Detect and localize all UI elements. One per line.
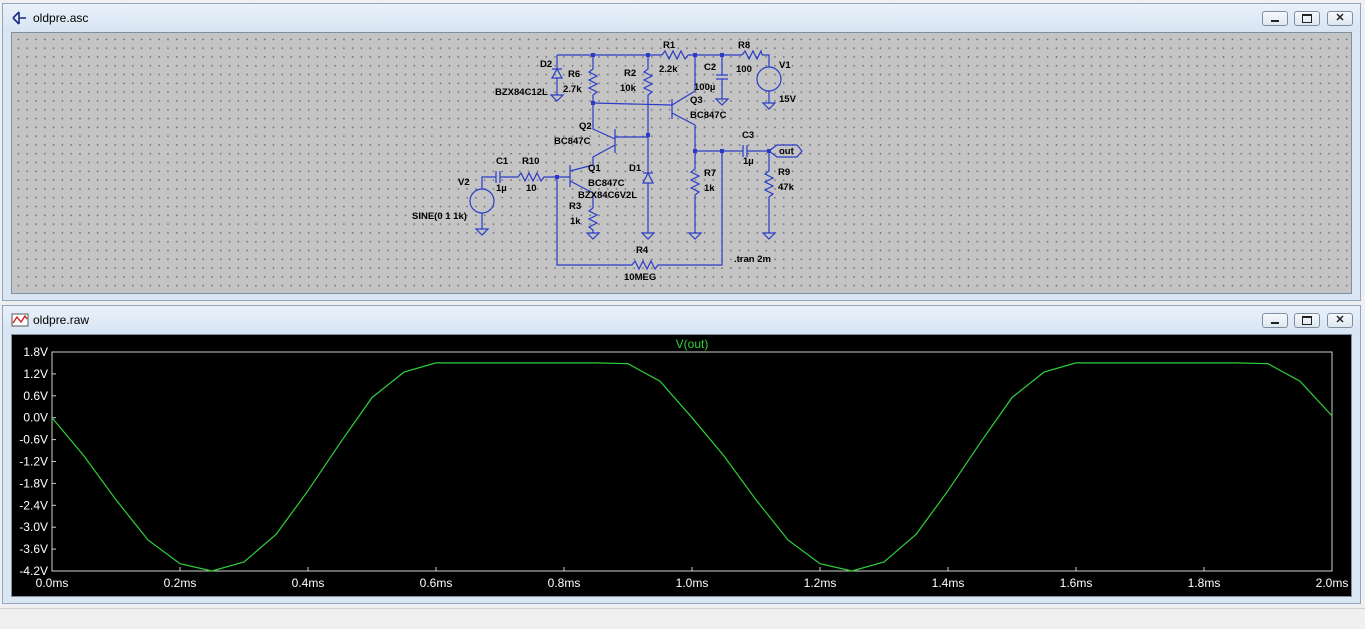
r4-value: 10MEG — [624, 272, 656, 283]
waveform-icon — [11, 313, 29, 327]
maximize-icon — [1302, 14, 1312, 23]
y-tick-label: 1.2V — [23, 367, 48, 381]
v1-label: V1 — [779, 60, 791, 71]
q1-label: Q1 — [588, 163, 601, 174]
y-tick-label: -4.2V — [19, 564, 48, 578]
c3-value: 1µ — [743, 156, 754, 167]
r9-value: 47k — [778, 182, 795, 193]
r1-label: R1 — [663, 40, 676, 51]
schematic-drawing[interactable]: D2 BZX84C12L R6 2.7k R1 2.2k R2 10k C2 1… — [12, 33, 1352, 294]
y-tick-label: 0.6V — [23, 389, 48, 403]
x-tick-label: 0.0ms — [36, 576, 69, 590]
c3-label: C3 — [742, 130, 754, 141]
schematic-canvas[interactable]: D2 BZX84C12L R6 2.7k R1 2.2k R2 10k C2 1… — [11, 32, 1352, 294]
d1-label: D1 — [629, 163, 642, 174]
r8-value: 100 — [736, 64, 752, 75]
out-label: out — [779, 146, 795, 157]
v2-label: V2 — [458, 177, 470, 188]
x-tick-label: 2.0ms — [1316, 576, 1349, 590]
y-tick-label: 1.8V — [23, 345, 48, 359]
r2-label: R2 — [624, 68, 636, 79]
maximize-button[interactable] — [1294, 313, 1320, 328]
r6-value: 2.7k — [563, 84, 582, 95]
x-tick-label: 1.4ms — [932, 576, 965, 590]
d2-label: D2 — [540, 59, 552, 70]
r3-label: R3 — [569, 201, 581, 212]
waveform-chart[interactable]: 0.0ms 0.2ms 0.4ms 0.6ms 0.8ms 1.0ms 1.2ms 1.4ms… — [12, 335, 1352, 597]
x-tick-label: 0.4ms — [292, 576, 325, 590]
waveform-window[interactable]: oldpre.raw ✕ 0.0ms 0.2ms 0.4ms 0.6ms 0.8ms 1.… — [2, 305, 1361, 604]
c2-value: 100µ — [694, 82, 715, 93]
schematic-titlebar[interactable]: oldpre.asc ✕ — [3, 4, 1360, 32]
close-icon: ✕ — [1335, 314, 1345, 326]
x-tick-label: 1.0ms — [676, 576, 709, 590]
y-tick-label: -0.6V — [19, 433, 48, 447]
waveform-titlebar[interactable]: oldpre.raw ✕ — [3, 306, 1360, 334]
q2-model: BC847C — [554, 136, 591, 147]
r3-value: 1k — [570, 216, 581, 227]
minimize-button[interactable] — [1262, 11, 1288, 26]
minimize-icon — [1271, 322, 1279, 324]
r6-label: R6 — [568, 69, 580, 80]
maximize-icon — [1302, 316, 1312, 325]
y-tick-label: -2.4V — [19, 498, 48, 512]
tran-directive[interactable]: .tran 2m — [734, 254, 771, 265]
schematic-window[interactable]: oldpre.asc ✕ — [2, 3, 1361, 301]
minimize-icon — [1271, 20, 1279, 22]
y-tick-label: -3.0V — [19, 520, 48, 534]
waveform-plot-area[interactable]: 0.0ms 0.2ms 0.4ms 0.6ms 0.8ms 1.0ms 1.2ms 1.4ms… — [11, 334, 1352, 597]
r2-value: 10k — [620, 83, 637, 94]
r7-value: 1k — [704, 183, 715, 194]
d2-model: BZX84C12L — [495, 87, 548, 98]
x-tick-label: 0.2ms — [164, 576, 197, 590]
plot-frame — [51, 351, 1333, 572]
x-tick-label: 0.6ms — [420, 576, 453, 590]
series-line-vout — [51, 362, 1333, 572]
v2-value: SINE(0 1 1k) — [412, 211, 467, 222]
r7-label: R7 — [704, 168, 716, 179]
d1-model: BZX84C6V2L — [578, 190, 637, 201]
minimize-button[interactable] — [1262, 313, 1288, 328]
x-tick-label: 1.2ms — [804, 576, 837, 590]
close-icon: ✕ — [1335, 12, 1345, 24]
close-button[interactable]: ✕ — [1327, 11, 1353, 26]
x-tick-label: 0.8ms — [548, 576, 581, 590]
y-tick-label: -3.6V — [19, 542, 48, 556]
close-button[interactable]: ✕ — [1327, 313, 1353, 328]
r10-value: 10 — [526, 183, 537, 194]
schematic-icon — [12, 11, 26, 25]
trace-label-vout[interactable]: V(out) — [676, 337, 709, 351]
maximize-button[interactable] — [1294, 11, 1320, 26]
y-tick-label: 0.0V — [23, 411, 48, 425]
r10-label: R10 — [522, 156, 539, 167]
q3-model: BC847C — [690, 110, 727, 121]
c1-value: 1µ — [496, 183, 507, 194]
c1-label: C1 — [496, 156, 509, 167]
r9-label: R9 — [778, 167, 790, 178]
v1-value: 15V — [779, 94, 797, 105]
q1-model: BC847C — [588, 178, 625, 189]
r1-value: 2.2k — [659, 64, 678, 75]
schematic-window-title: oldpre.asc — [33, 11, 89, 25]
q2-label: Q2 — [579, 121, 592, 132]
y-tick-label: -1.8V — [19, 476, 48, 490]
c2-label: C2 — [704, 62, 716, 73]
q3-label: Q3 — [690, 95, 703, 106]
r8-label: R8 — [738, 40, 750, 51]
x-tick-label: 1.8ms — [1188, 576, 1221, 590]
y-tick-label: -1.2V — [19, 455, 48, 469]
r4-label: R4 — [636, 245, 649, 256]
waveform-window-title: oldpre.raw — [33, 313, 90, 327]
x-tick-label: 1.6ms — [1060, 576, 1093, 590]
bottom-strip — [0, 608, 1365, 629]
